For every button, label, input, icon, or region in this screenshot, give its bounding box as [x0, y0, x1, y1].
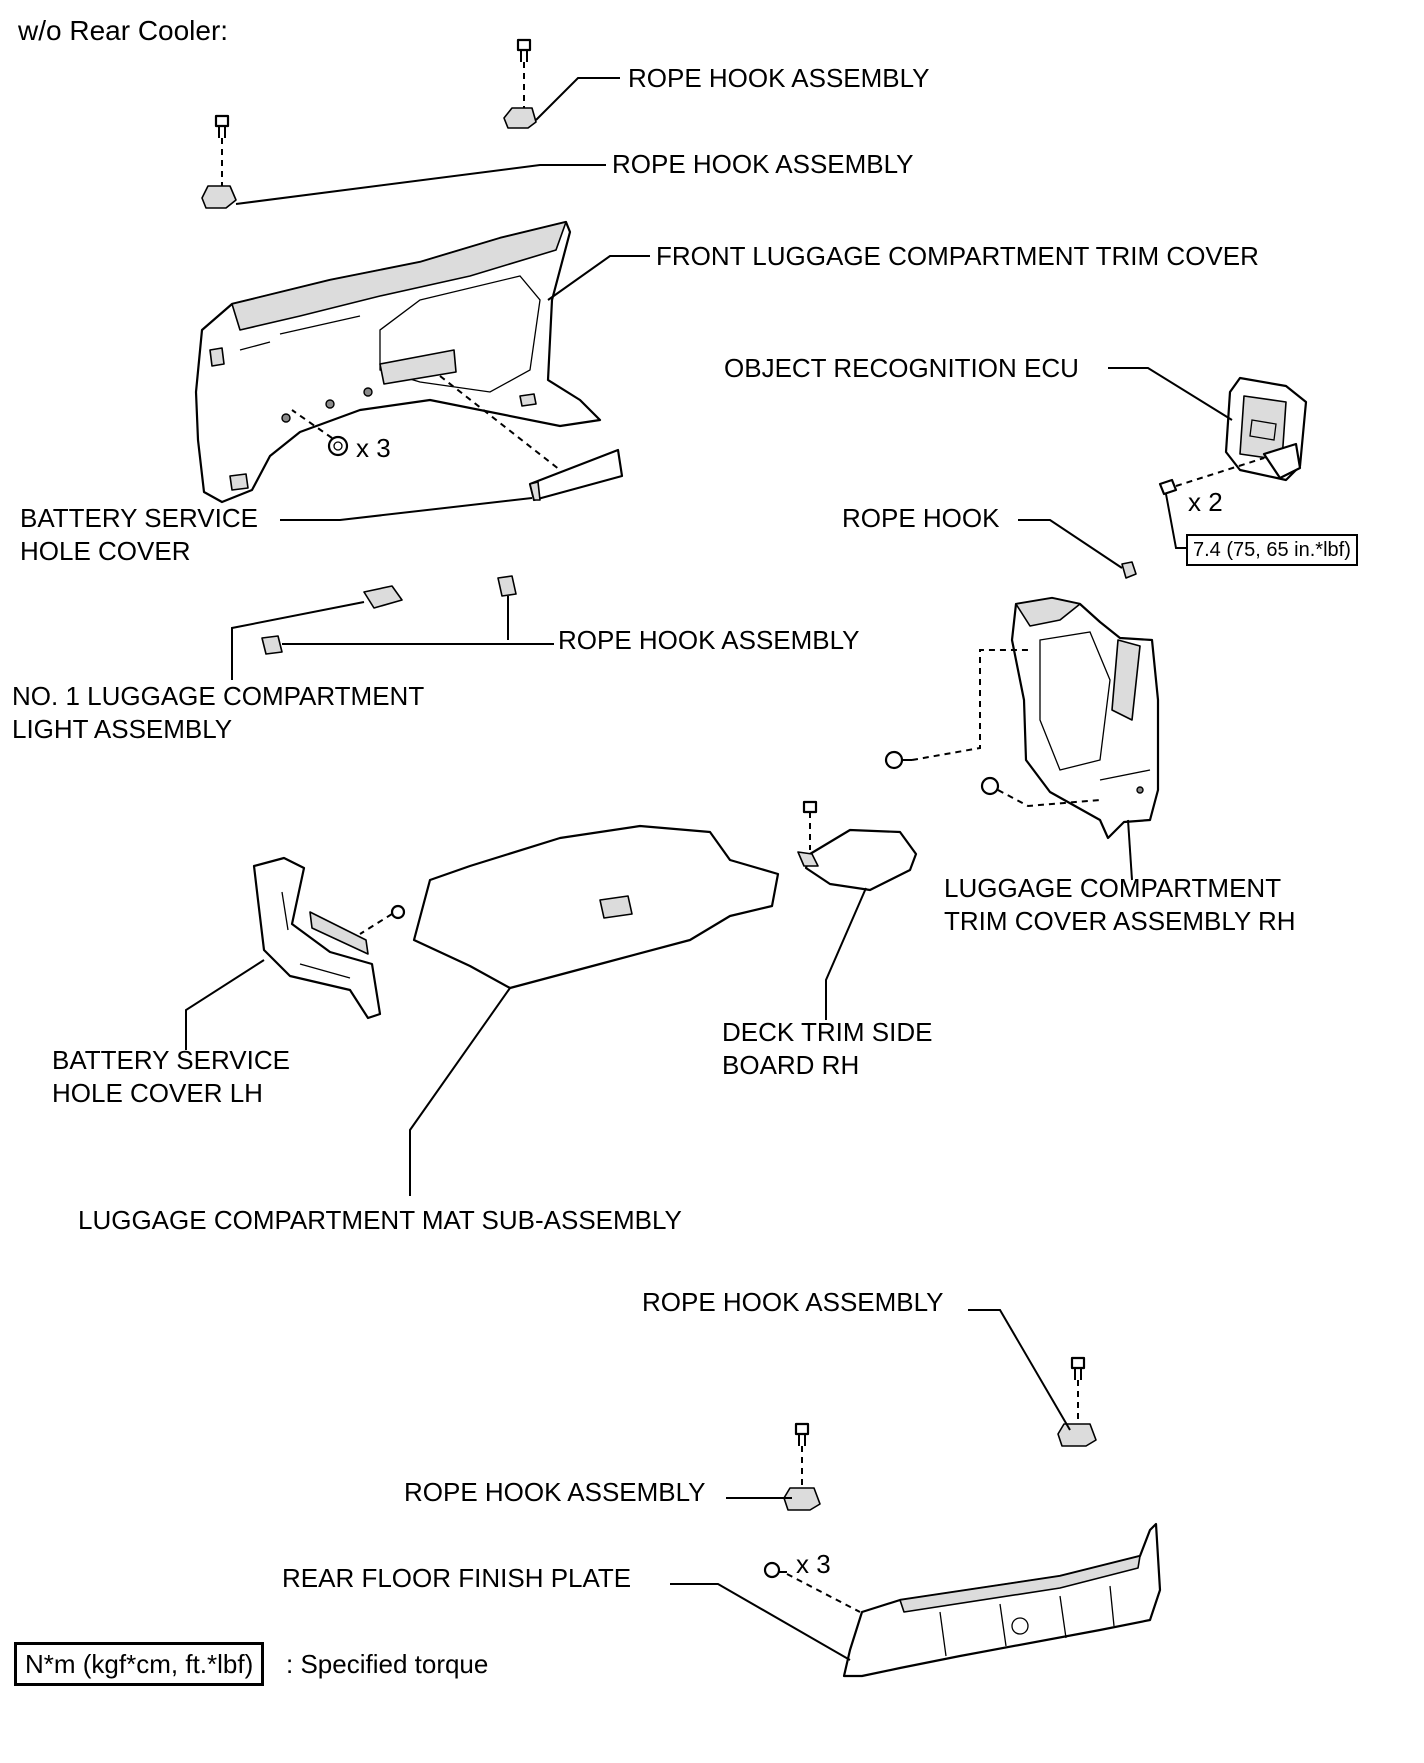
label-battery-service-hole-cover-lh: BATTERY SERVICE HOLE COVER LH — [52, 1045, 290, 1108]
label-object-recognition-ecu: OBJECT RECOGNITION ECU — [724, 353, 1079, 383]
label-rope-hook-assembly-5: ROPE HOOK ASSEMBLY — [404, 1477, 706, 1507]
deck-trim-side-board-part — [797, 800, 918, 1020]
rear-floor-finish-plate-part — [670, 1522, 1162, 1678]
label-rear-floor-finish-plate: REAR FLOOR FINISH PLATE — [282, 1563, 632, 1593]
label-rope-hook-assembly-3: ROPE HOOK ASSEMBLY — [558, 625, 860, 655]
label-no1-light-assembly: NO. 1 LUGGAGE COMPARTMENT LIGHT ASSEMBLY — [12, 681, 425, 744]
rope-hook-assembly-5-part — [726, 1422, 821, 1511]
ecu-bolt-part — [1158, 457, 1265, 549]
label-trim-cover-rh: LUGGAGE COMPARTMENT TRIM COVER ASSEMBLY … — [944, 873, 1296, 936]
label-luggage-mat: LUGGAGE COMPARTMENT MAT SUB-ASSEMBLY — [78, 1205, 682, 1235]
label-front-trim-cover: FRONT LUGGAGE COMPARTMENT TRIM COVER — [656, 241, 1259, 271]
quantity-finish-plate-clips: x 3 — [796, 1549, 831, 1579]
rope-hook-assembly-3-part — [261, 575, 554, 655]
variant-header: w/o Rear Cooler: — [18, 15, 229, 46]
battery-service-hole-cover-lh-part — [185, 856, 406, 1050]
label-rope-hook-assembly-1: ROPE HOOK ASSEMBLY — [628, 63, 930, 93]
legend-description: : Specified torque — [286, 1649, 489, 1679]
front-trim-cover-part — [194, 220, 650, 504]
legend-torque-box: N*m (kgf*cm, ft.*lbf) — [14, 1642, 265, 1686]
torque-spec-box: 7.4 (75, 65 in.*lbf) — [1186, 534, 1358, 566]
trim-cover-screw-part — [884, 649, 1133, 881]
rope-hook-assembly-1-part — [503, 38, 620, 129]
battery-service-hole-cover-part — [280, 375, 624, 521]
label-rope-hook-assembly-2: ROPE HOOK ASSEMBLY — [612, 149, 914, 179]
rope-hook-part — [1018, 519, 1137, 579]
rope-hook-assembly-4-part — [968, 1309, 1097, 1447]
trim-cover-rh-part — [1010, 596, 1160, 840]
label-rope-hook-assembly-4: ROPE HOOK ASSEMBLY — [642, 1287, 944, 1317]
label-battery-service-hole-cover: BATTERY SERVICE HOLE COVER — [20, 503, 258, 566]
trim-clip-part — [291, 409, 349, 457]
no1-light-assembly-part — [231, 585, 403, 680]
label-rope-hook: ROPE HOOK — [842, 503, 1000, 533]
luggage-mat-part — [409, 824, 780, 1196]
rope-hook-assembly-2-part — [201, 114, 606, 209]
quantity-ecu-bolts: x 2 — [1188, 487, 1223, 517]
label-deck-trim-side-board: DECK TRIM SIDE BOARD RH — [722, 1017, 933, 1080]
quantity-clips-front-trim: x 3 — [356, 433, 391, 463]
object-recognition-ecu-part — [1108, 367, 1308, 482]
